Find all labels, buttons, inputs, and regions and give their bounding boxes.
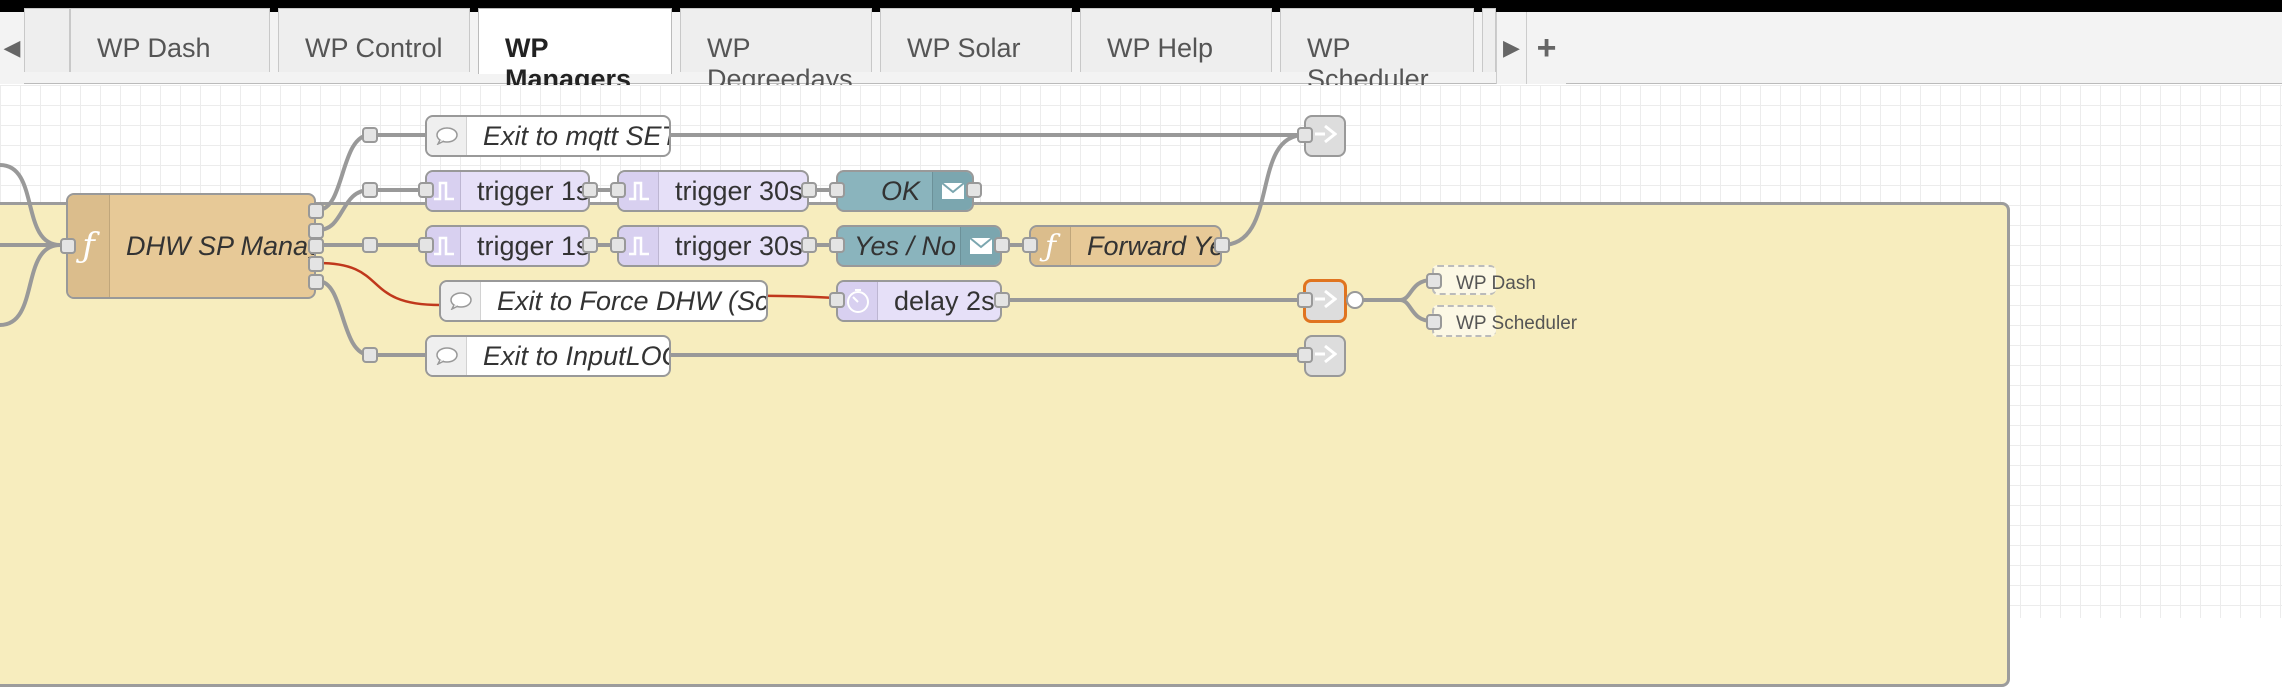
node-label: trigger 1s — [477, 175, 588, 206]
plus-icon: + — [1536, 28, 1557, 67]
link-target-label: WP Scheduler — [1456, 313, 1578, 334]
envelope-icon — [932, 172, 972, 210]
input-port[interactable] — [829, 182, 845, 198]
flow-wires — [0, 133, 1433, 357]
input-port[interactable] — [829, 292, 845, 308]
ui-dialog-node-yes-no[interactable]: Yes / No — [836, 225, 1002, 267]
speech-bubble-icon — [441, 282, 481, 320]
link-out-icon — [1313, 286, 1338, 317]
junction-node[interactable] — [362, 347, 378, 363]
trigger-node-1s-b[interactable]: trigger 1s — [425, 225, 590, 267]
link-target-label: WP Dash — [1456, 273, 1536, 294]
input-port[interactable] — [418, 237, 434, 253]
comment-node-force-dhw[interactable]: Exit to Force DHW (Scheduler) — [439, 280, 768, 322]
speech-bubble-icon — [427, 117, 467, 155]
output-port[interactable] — [994, 237, 1010, 253]
comment-node-mqtt[interactable]: Exit to mqtt SET11 — [425, 115, 671, 157]
trigger-node-30s-b[interactable]: trigger 30s — [617, 225, 809, 267]
function-node-forward-yes[interactable]: ƒ Forward Yes — [1029, 225, 1222, 267]
node-label: delay 2s — [894, 285, 995, 316]
tab-wp-dash[interactable]: WP Dash — [70, 8, 270, 72]
node-label: Forward Yes — [1087, 230, 1220, 261]
tab-wp-scheduler[interactable]: WP Scheduler — [1280, 8, 1474, 94]
input-port[interactable] — [1022, 237, 1038, 253]
node-label: Exit to mqtt SET11 — [483, 120, 669, 151]
output-port[interactable] — [308, 223, 324, 239]
function-node-dhw-sp-manager[interactable]: ƒ DHW SP Manager — [66, 193, 316, 299]
tab-partial[interactable] — [24, 8, 70, 72]
input-port[interactable] — [610, 182, 626, 198]
input-port[interactable] — [60, 238, 76, 254]
output-port[interactable] — [308, 256, 324, 272]
input-port[interactable] — [610, 237, 626, 253]
node-label: trigger 1s — [477, 230, 588, 261]
output-port[interactable] — [966, 182, 982, 198]
tab-partial-right[interactable] — [1482, 8, 1496, 72]
link-target-wp-scheduler[interactable]: WP Scheduler — [1432, 305, 1577, 337]
tab-label: WP Dash — [97, 33, 211, 63]
junction-node[interactable] — [362, 182, 378, 198]
add-tab-button[interactable]: + — [1526, 12, 1566, 84]
output-port[interactable] — [1214, 237, 1230, 253]
tab-wp-help[interactable]: WP Help — [1080, 8, 1272, 72]
output-port[interactable] — [582, 237, 598, 253]
tab-wp-managers[interactable]: WP Managers — [478, 8, 672, 94]
output-port[interactable] — [801, 182, 817, 198]
node-label: trigger 30s — [675, 175, 803, 206]
comment-node-inputlogs[interactable]: Exit to InputLOGS — [425, 335, 671, 377]
input-port[interactable] — [418, 182, 434, 198]
link-out-icon — [1313, 341, 1338, 372]
input-port[interactable] — [829, 237, 845, 253]
output-port[interactable] — [308, 203, 324, 219]
junction-node[interactable] — [362, 237, 378, 253]
link-out-icon — [1313, 121, 1338, 152]
link-target-wp-dash[interactable]: WP Dash — [1432, 265, 1536, 295]
node-label: OK — [880, 175, 920, 206]
node-label: Exit to InputLOGS — [483, 340, 669, 371]
flow-canvas[interactable]: ƒ DHW SP Manager Exit to mqtt SET11 trig… — [0, 85, 2282, 687]
node-label: trigger 30s — [675, 230, 803, 261]
output-port[interactable] — [801, 237, 817, 253]
input-port — [1426, 273, 1442, 289]
tab-scroll-left-button[interactable]: ◀ — [0, 12, 24, 84]
output-port[interactable] — [582, 182, 598, 198]
output-port[interactable] — [308, 274, 324, 290]
junction-node[interactable] — [362, 127, 378, 143]
tab-label: WP Help — [1107, 33, 1214, 63]
input-port[interactable] — [1297, 292, 1313, 308]
tab-scroll-right-button[interactable]: ▶ — [1496, 12, 1526, 84]
output-port[interactable] — [994, 292, 1010, 308]
tab-label: WP Control — [305, 33, 443, 63]
input-port — [1426, 314, 1442, 330]
speech-bubble-icon — [427, 337, 467, 375]
link-out-port[interactable] — [1346, 291, 1364, 309]
envelope-icon — [960, 227, 1000, 265]
node-label: DHW SP Manager — [126, 230, 314, 261]
input-port[interactable] — [1297, 347, 1313, 363]
chevron-right-icon: ▶ — [1503, 35, 1520, 60]
tab-wp-solar[interactable]: WP Solar — [880, 8, 1072, 72]
delay-node-2s[interactable]: delay 2s — [836, 280, 1002, 322]
node-label: Exit to Force DHW (Scheduler) — [497, 285, 766, 316]
tab-label: WP Solar — [907, 33, 1021, 63]
node-group[interactable] — [0, 202, 2010, 687]
node-label: Yes / No — [854, 230, 957, 261]
tab-wp-degreedays[interactable]: WP Degreedays — [680, 8, 872, 94]
input-port[interactable] — [1297, 127, 1313, 143]
tab-wp-control[interactable]: WP Control — [278, 8, 470, 72]
trigger-node-1s[interactable]: trigger 1s — [425, 170, 590, 212]
ui-notification-node-ok[interactable]: OK — [836, 170, 974, 212]
chevron-left-icon: ◀ — [3, 35, 21, 60]
output-port[interactable] — [308, 238, 324, 254]
trigger-node-30s[interactable]: trigger 30s — [617, 170, 809, 212]
